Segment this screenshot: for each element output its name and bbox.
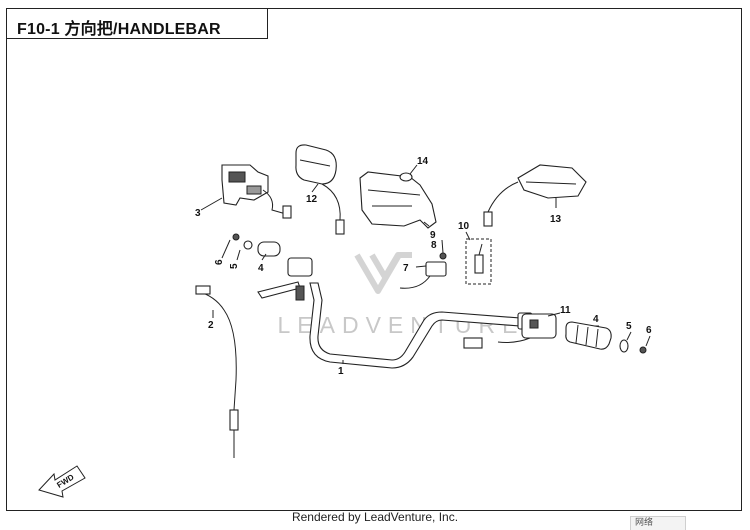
left-mirror-part-12[interactable]: [295, 144, 345, 235]
watermark-logo: [354, 252, 412, 294]
right-bolt-part-6[interactable]: [639, 346, 647, 354]
fwd-arrow-icon: FWD: [38, 465, 86, 498]
title-box: F10-1 方向把/HANDLEBAR: [6, 8, 268, 39]
callouts: 1 2 3 4 5 6 7 8 9 10 11 12 13 14 4 5 6: [195, 156, 652, 377]
callout-14: 14: [417, 156, 429, 167]
callout-1: 1: [338, 366, 344, 377]
handlebar-part-1[interactable]: [309, 282, 533, 369]
callout-8: 8: [431, 240, 437, 251]
connector-part-10[interactable]: [465, 238, 492, 285]
throttle-housing-part-11[interactable]: [463, 313, 557, 349]
cap-part-14[interactable]: [399, 172, 413, 182]
callout-5-left: 5: [229, 263, 240, 269]
left-bolt-part-6[interactable]: [232, 233, 240, 241]
switch-part-7[interactable]: [399, 261, 447, 289]
callout-12: 12: [306, 194, 318, 205]
right-washer-part-5[interactable]: [619, 339, 629, 353]
left-washer-part-5[interactable]: [243, 240, 253, 250]
callout-3: 3: [195, 208, 201, 219]
right-grip-part-4[interactable]: [565, 321, 612, 350]
callout-7: 7: [403, 263, 409, 274]
leader-lines: [200, 164, 651, 364]
callout-6-left: 6: [214, 259, 225, 265]
callout-13: 13: [550, 214, 562, 225]
callout-4-left: 4: [258, 263, 264, 274]
callout-4-right: 4: [593, 314, 599, 325]
callout-10: 10: [458, 221, 470, 232]
callout-11: 11: [560, 305, 571, 316]
right-mirror-part-13[interactable]: [483, 164, 587, 227]
page-title: F10-1 方向把/HANDLEBAR: [17, 21, 221, 38]
network-status-chip: 网络: [630, 516, 686, 530]
callout-2: 2: [208, 320, 214, 331]
screw-part-8[interactable]: [439, 252, 447, 260]
callout-5-right: 5: [626, 321, 632, 332]
handguard-part-9[interactable]: [359, 171, 437, 229]
callout-9: 9: [430, 230, 436, 241]
callout-6-right: 6: [646, 325, 652, 336]
footer-credit: Rendered by LeadVenture, Inc.: [291, 510, 459, 524]
clutch-lever-assembly[interactable]: [257, 257, 313, 301]
throttle-cable-part-2[interactable]: [195, 285, 239, 458]
left-switch-housing-part-3[interactable]: [221, 164, 292, 219]
diagram-frame: [6, 8, 742, 511]
left-grip-part-4[interactable]: [257, 241, 281, 257]
